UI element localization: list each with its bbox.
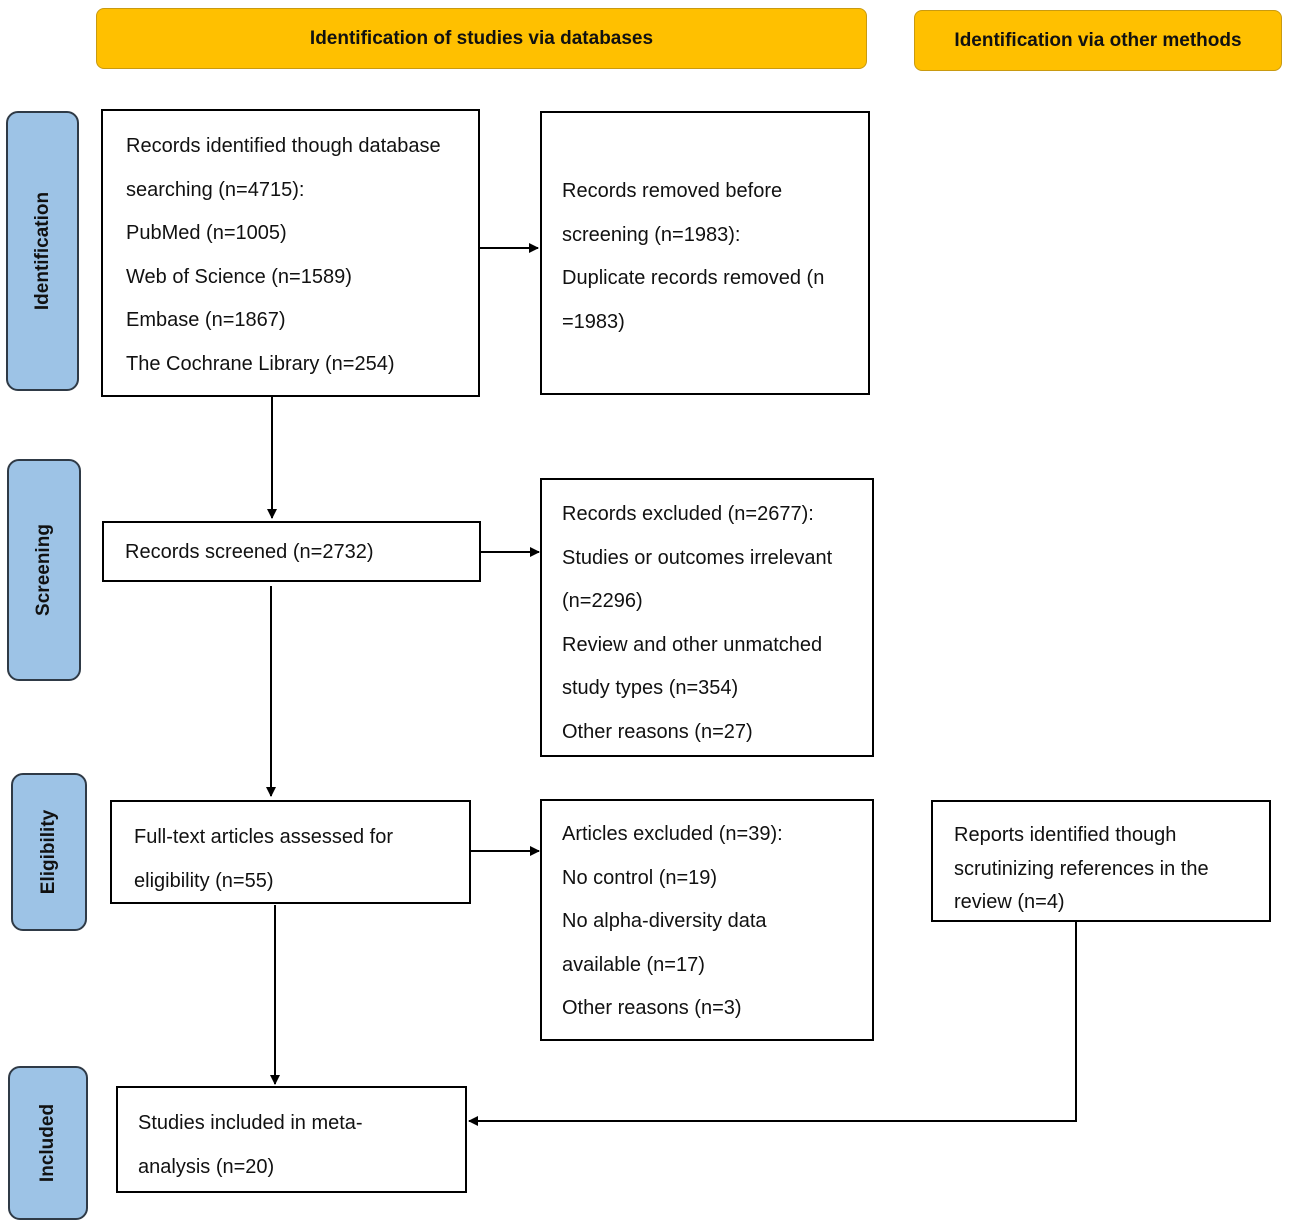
box-text-line: Full-text articles assessed for	[134, 826, 393, 848]
box-text-line: Web of Science (n=1589)	[126, 265, 352, 288]
box-records-excluded: Records excluded (n=2677): Studies or ou…	[540, 478, 874, 757]
stage-included: Included	[8, 1066, 88, 1220]
header-other-methods-label: Identification via other methods	[954, 29, 1242, 51]
box-text-line: =1983)	[562, 310, 625, 333]
box-text-line: The Cochrane Library (n=254)	[126, 352, 395, 375]
stage-screening: Screening	[7, 459, 81, 681]
box-text-line: Records identified though database	[126, 135, 441, 157]
box-text-line: searching (n=4715):	[126, 178, 305, 201]
box-text-line: review (n=4)	[954, 891, 1065, 913]
header-databases-label: Identification of studies via databases	[309, 27, 654, 49]
header-other-methods: Identification via other methods	[914, 10, 1282, 71]
box-records-identified: Records identified though database searc…	[101, 109, 480, 397]
box-text-line: Reports identified though	[954, 824, 1177, 846]
box-text-line: Duplicate records removed (n	[562, 267, 825, 290]
arrow-reports-to-included	[468, 922, 1077, 1126]
header-databases: Identification of studies via databases	[96, 8, 867, 69]
box-text-line: PubMed (n=1005)	[126, 222, 287, 245]
box-text-line: analysis (n=20)	[138, 1155, 275, 1178]
box-fulltext-assessed: Full-text articles assessed for eligibil…	[110, 800, 471, 904]
box-text-line: Studies or outcomes irrelevant	[562, 546, 833, 569]
box-text-line: Records excluded (n=2677):	[562, 503, 814, 525]
box-text-line: Records removed before	[562, 180, 783, 202]
box-text-line: Records screened (n=2732)	[125, 541, 374, 563]
box-text-line: screening (n=1983):	[562, 223, 741, 246]
box-text-line: Embase (n=1867)	[126, 309, 286, 332]
box-text-line: study types (n=354)	[562, 677, 739, 700]
box-text-line: No alpha-diversity data	[562, 910, 767, 933]
box-text-line: Review and other unmatched	[562, 633, 823, 656]
box-text-line: Other reasons (n=3)	[562, 997, 742, 1020]
box-text-line: No control (n=19)	[562, 866, 718, 889]
box-articles-excluded: Articles excluded (n=39): No control (n=…	[540, 799, 874, 1041]
box-text-line: Articles excluded (n=39):	[562, 823, 783, 845]
stage-identification: Identification	[6, 111, 79, 391]
box-records-screened: Records screened (n=2732)	[102, 521, 481, 582]
stage-eligibility: Eligibility	[11, 773, 87, 931]
box-text-line: (n=2296)	[562, 590, 643, 613]
box-text-line: Studies included in meta-	[138, 1112, 363, 1134]
box-text-line: Other reasons (n=27)	[562, 720, 753, 743]
box-reports-other-methods: Reports identified though scrutinizing r…	[931, 800, 1271, 922]
box-text-line: eligibility (n=55)	[134, 869, 274, 892]
box-records-removed: Records removed before screening (n=1983…	[540, 111, 870, 395]
box-text-line: scrutinizing references in the	[954, 857, 1209, 880]
box-studies-included: Studies included in meta- analysis (n=20…	[116, 1086, 467, 1193]
box-text-line: available (n=17)	[562, 953, 705, 976]
